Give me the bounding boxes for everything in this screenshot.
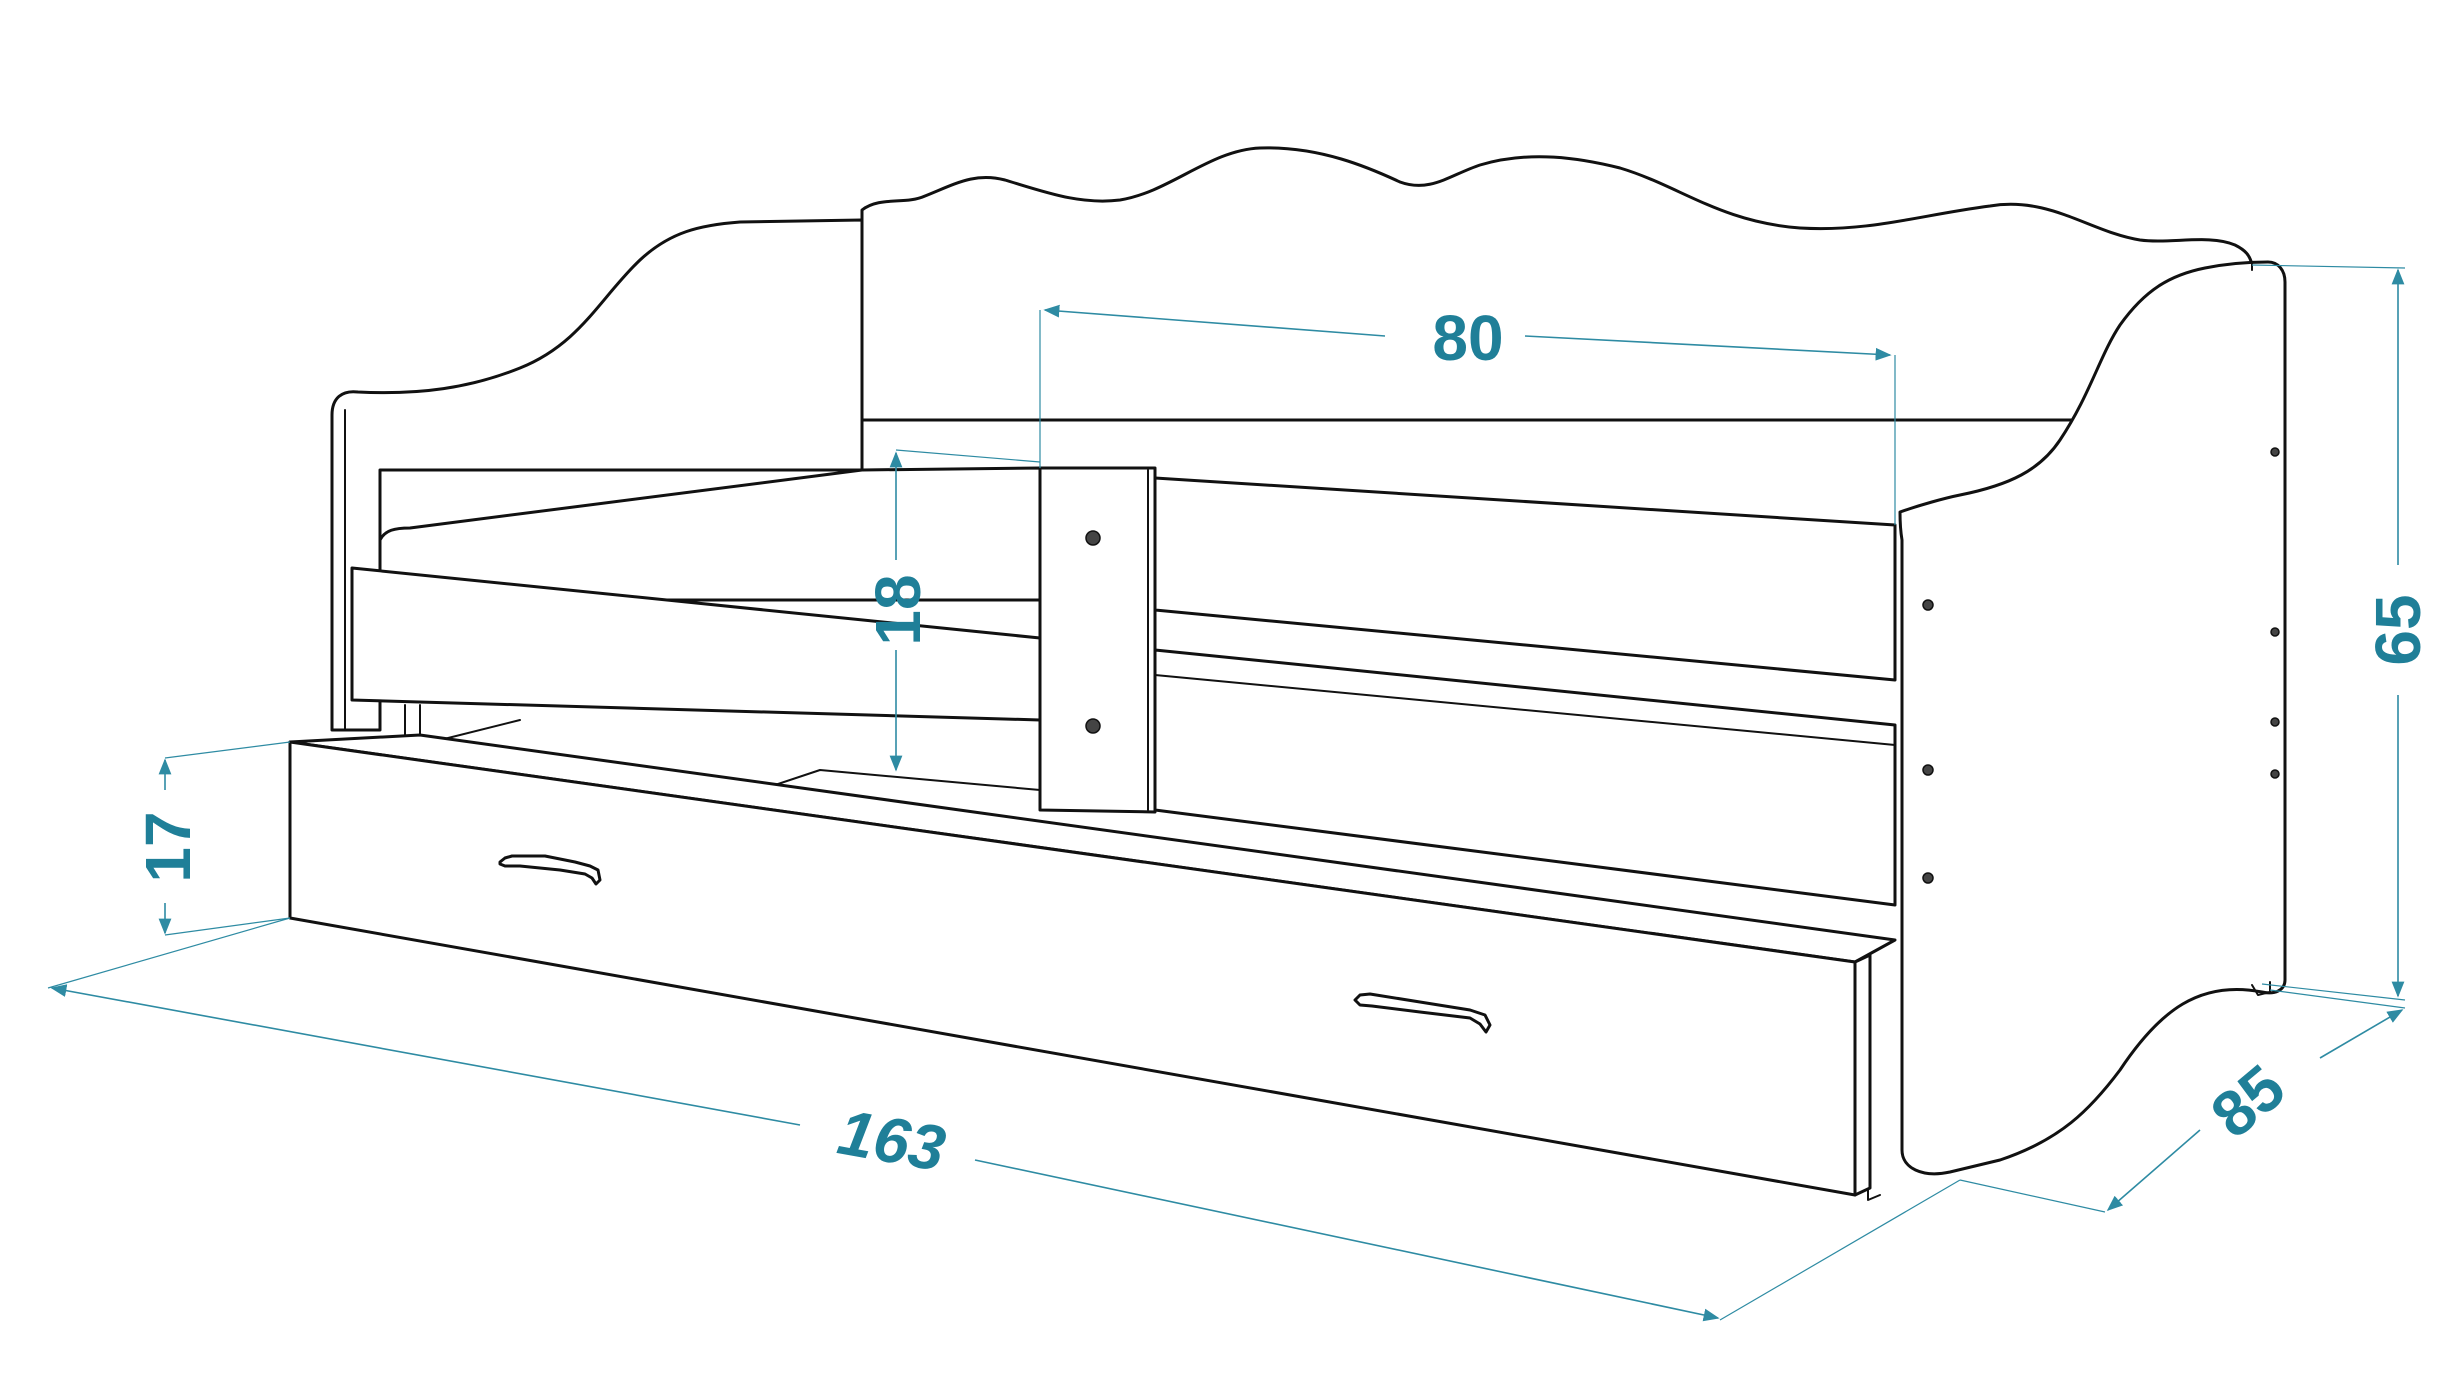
drawer-side [1853, 953, 1872, 1197]
dimension-rail-height: 18 [862, 449, 1041, 772]
left-armrest [330, 218, 864, 732]
dimension-length: 163 [47, 917, 1961, 1322]
post-bolt-bottom [1085, 718, 1101, 734]
dimension-rail-height-label: 18 [862, 574, 934, 645]
dimension-opening-width-label: 80 [1432, 302, 1503, 374]
right-side-panel [1898, 260, 2287, 1176]
backrest-panel [860, 146, 2254, 422]
dimension-depth-label: 85 [2197, 1051, 2298, 1152]
dimension-height-label: 65 [2362, 594, 2434, 665]
upper-back-rail [1153, 476, 1897, 682]
dimension-opening-width: 80 [1039, 302, 1896, 525]
drawer-handle-left [498, 854, 602, 886]
dimension-drawer-height: 17 [132, 741, 291, 936]
post-bolt-top [1085, 530, 1101, 546]
guard-post [1038, 466, 1157, 814]
dimension-length-label: 163 [833, 1096, 951, 1185]
drawer-handle-right [1353, 992, 1492, 1034]
bed-illustration [288, 146, 2287, 1201]
side-panel-bolts [1922, 447, 2280, 884]
dimension-annotations: 80 18 17 163 [47, 264, 2434, 1322]
dimension-drawer-height-label: 17 [132, 811, 204, 882]
dimension-height: 65 [2251, 264, 2434, 1001]
